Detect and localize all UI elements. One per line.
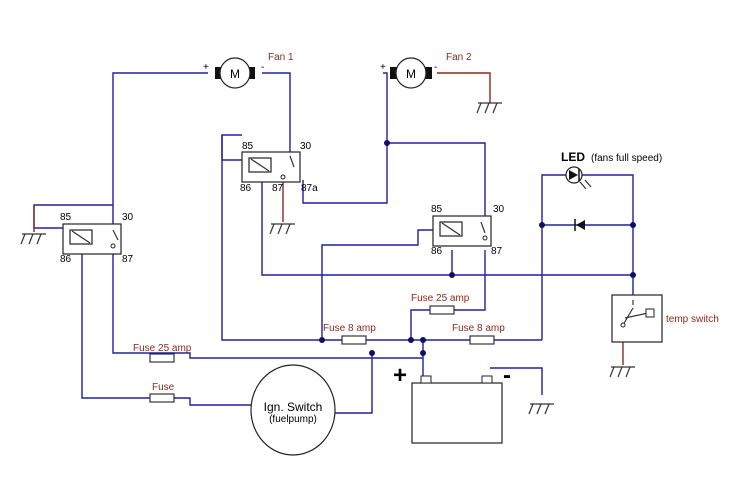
fan-1: M + - Fan 1 — [203, 52, 294, 89]
fuses: Fuse 25 amp Fuse Fuse 8 amp Fuse 25 amp … — [133, 293, 505, 403]
fuse-25-amp-relay3: Fuse 25 amp — [411, 293, 470, 315]
fuse-label: Fuse — [152, 382, 175, 393]
fan-1-minus: - — [261, 62, 264, 73]
relay-1-pin-87: 87 — [122, 254, 134, 265]
ignition-switch: Ign. Switch (fuelpump) — [250, 364, 336, 456]
fan-2-motor-symbol: M — [406, 67, 416, 81]
led-note: (fans full speed) — [591, 153, 662, 164]
fuse-ign: Fuse — [149, 382, 175, 403]
ground-relay1 — [20, 205, 46, 245]
fuse-label: Fuse 8 amp — [452, 323, 505, 334]
fan-1-plus: + — [203, 62, 209, 73]
fan-2-label: Fan 2 — [446, 52, 472, 63]
fuse-25-amp-relay1: Fuse 25 amp — [133, 343, 192, 363]
fan-1-label: Fan 1 — [268, 52, 294, 63]
ground-battery — [528, 403, 554, 415]
relay-2-pin-86: 86 — [240, 183, 252, 194]
fan-2-plus: + — [380, 62, 386, 73]
led-label: LED — [561, 150, 585, 164]
fuse-label: Fuse 25 amp — [411, 293, 470, 304]
fan-2-minus: - — [434, 62, 437, 73]
ground-relay2 — [269, 180, 295, 235]
battery: + - — [393, 362, 511, 444]
relay-2-pin-87a: 87a — [301, 183, 318, 194]
relay-3: 85 30 86 87 — [431, 204, 505, 257]
wires — [33, 72, 634, 414]
relay-2: 85 30 86 87 87a — [240, 141, 318, 194]
fan-1-motor-symbol: M — [230, 67, 240, 81]
relay-2-pin-87: 87 — [272, 183, 284, 194]
relay-1-pin-86: 86 — [60, 254, 72, 265]
battery-plus: + — [393, 362, 407, 389]
relay-1: 85 30 86 87 — [60, 212, 134, 265]
ignition-sublabel: (fuelpump) — [269, 414, 317, 425]
relay-3-pin-30: 30 — [493, 204, 505, 215]
grounds — [20, 72, 635, 415]
fan-2: M + - Fan 2 — [380, 52, 472, 89]
relay-2-pin-30: 30 — [300, 141, 312, 152]
fuse-8-amp-left: Fuse 8 amp — [323, 323, 376, 345]
diode — [574, 219, 585, 231]
relay-1-pin-85: 85 — [60, 212, 72, 223]
led: LED (fans full speed) — [561, 150, 662, 190]
temp-switch: temp switch — [611, 294, 719, 343]
relay-3-pin-86: 86 — [431, 246, 443, 257]
fuse-label: Fuse 25 amp — [133, 343, 192, 354]
temp-switch-label: temp switch — [666, 314, 719, 325]
ignition-label: Ign. Switch — [264, 400, 323, 414]
fuse-label: Fuse 8 amp — [323, 323, 376, 334]
ground-fan2 — [437, 72, 502, 114]
relay-2-pin-85: 85 — [242, 141, 254, 152]
relay-1-pin-30: 30 — [122, 212, 134, 223]
fuse-8-amp-right: Fuse 8 amp — [452, 323, 505, 345]
relay-3-pin-87: 87 — [491, 246, 503, 257]
relay-3-pin-85: 85 — [431, 204, 443, 215]
battery-minus: - — [503, 362, 511, 389]
